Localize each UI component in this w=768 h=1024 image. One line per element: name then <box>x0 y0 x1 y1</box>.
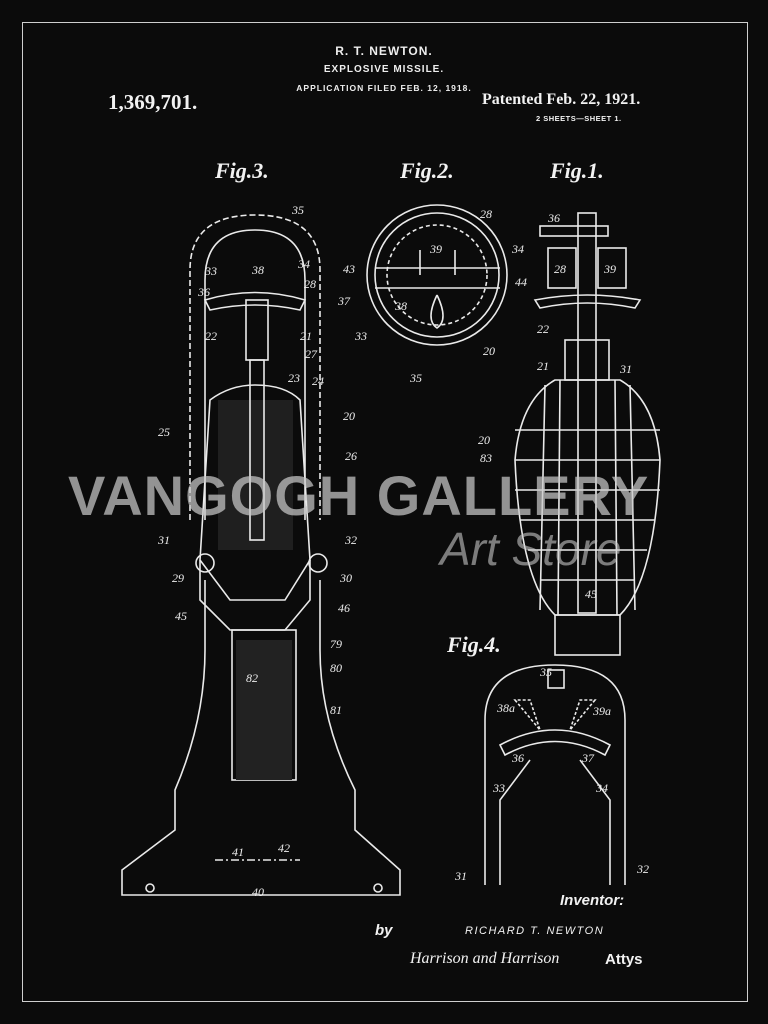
reference-numeral: 35 <box>409 371 422 385</box>
reference-numeral: 39a <box>592 704 611 718</box>
reference-numeral: 38 <box>251 263 264 277</box>
reference-numeral: 32 <box>636 862 649 876</box>
reference-numeral: 43 <box>343 262 355 276</box>
reference-numeral: 20 <box>343 409 355 423</box>
reference-numeral: 20 <box>478 433 490 447</box>
reference-numeral: 28 <box>304 277 316 291</box>
by-label: by <box>375 922 393 939</box>
fig4-drawing <box>484 664 626 885</box>
watermark-gallery: VANGOGH GALLERY <box>68 464 650 527</box>
reference-numeral: 82 <box>246 671 258 685</box>
reference-numeral: 20 <box>483 344 495 358</box>
fig3-label: Fig.3. <box>214 158 269 183</box>
fig2-label: Fig.2. <box>399 158 454 183</box>
reference-numeral: 34 <box>511 242 524 256</box>
reference-numeral: 44 <box>515 275 527 289</box>
reference-numeral: 36 <box>197 285 210 299</box>
reference-numeral: 40 <box>252 885 264 899</box>
border-frame <box>22 22 748 1002</box>
reference-numeral: 33 <box>354 329 367 343</box>
attorney-signature: Harrison and Harrison <box>410 950 560 967</box>
reference-numeral: 79 <box>330 637 342 651</box>
reference-numeral: 22 <box>205 329 217 343</box>
reference-numeral: 39 <box>429 242 442 256</box>
reference-numeral: 31 <box>454 869 467 883</box>
fig2-drawing <box>366 204 508 346</box>
patent-title: EXPLOSIVE MISSILE. <box>323 64 445 75</box>
attys-label: Attys <box>605 951 643 968</box>
reference-numeral: 28 <box>554 262 566 276</box>
reference-numeral: 42 <box>278 841 290 855</box>
fig2-refs: 28 39 34 43 44 38 33 20 35 <box>343 207 527 385</box>
reference-numeral: 31 <box>157 533 170 547</box>
application-filed: APPLICATION FILED FEB. 12, 1918. <box>296 83 472 93</box>
sheet-count: 2 SHEETS—SHEET 1. <box>536 114 622 123</box>
reference-numeral: 28 <box>480 207 492 221</box>
reference-numeral: 35 <box>539 665 552 679</box>
reference-numeral: 29 <box>172 571 184 585</box>
reference-numeral: 41 <box>232 845 244 859</box>
inventor-name: RICHARD T. NEWTON <box>465 925 605 937</box>
reference-numeral: 21 <box>537 359 549 373</box>
reference-numeral: 45 <box>175 609 187 623</box>
reference-numeral: 36 <box>511 751 524 765</box>
reference-numeral: 46 <box>338 601 350 615</box>
fig1-drawing <box>514 212 661 656</box>
reference-numeral: 26 <box>345 449 357 463</box>
reference-numeral: 38 <box>394 299 407 313</box>
reference-numeral: 37 <box>581 751 595 765</box>
reference-numeral: 35 <box>291 203 304 217</box>
reference-numeral: 34 <box>297 257 310 271</box>
watermark-store: Art Store <box>440 523 622 575</box>
reference-numeral: 32 <box>344 533 357 547</box>
reference-numeral: 23 <box>288 371 300 385</box>
reference-numeral: 24 <box>312 374 324 388</box>
reference-numeral: 21 <box>300 329 312 343</box>
reference-numeral: 37 <box>337 294 351 308</box>
fig4-refs: 35 38a 39a 36 37 33 34 31 32 <box>454 665 649 883</box>
reference-numeral: 39 <box>603 262 616 276</box>
patented-date: Patented Feb. 22, 1921. <box>482 91 641 108</box>
reference-numeral: 22 <box>537 322 549 336</box>
reference-numeral: 81 <box>330 703 342 717</box>
reference-numeral: 83 <box>480 451 492 465</box>
fig3-drawing <box>121 214 401 896</box>
inventor-header: R. T. NEWTON. <box>335 44 433 58</box>
inventor-label: Inventor: <box>560 892 625 909</box>
fig1-label: Fig.1. <box>549 158 604 183</box>
reference-numeral: 34 <box>595 781 608 795</box>
reference-numeral: 27 <box>305 347 318 361</box>
reference-numeral: 25 <box>158 425 170 439</box>
reference-numeral: 36 <box>547 211 560 225</box>
reference-numeral: 33 <box>492 781 505 795</box>
fig4-label: Fig.4. <box>446 632 501 657</box>
reference-numeral: 45 <box>585 587 597 601</box>
fig1-refs: 36 28 39 22 21 31 20 83 45 <box>478 211 632 601</box>
fig3-refs: 35 33 38 34 36 28 37 22 21 27 23 24 20 2… <box>157 203 357 899</box>
reference-numeral: 31 <box>619 362 632 376</box>
patent-number: 1,369,701. <box>108 90 198 114</box>
reference-numeral: 80 <box>330 661 342 675</box>
reference-numeral: 30 <box>339 571 352 585</box>
reference-numeral: 38a <box>496 701 515 715</box>
reference-numeral: 33 <box>204 264 217 278</box>
